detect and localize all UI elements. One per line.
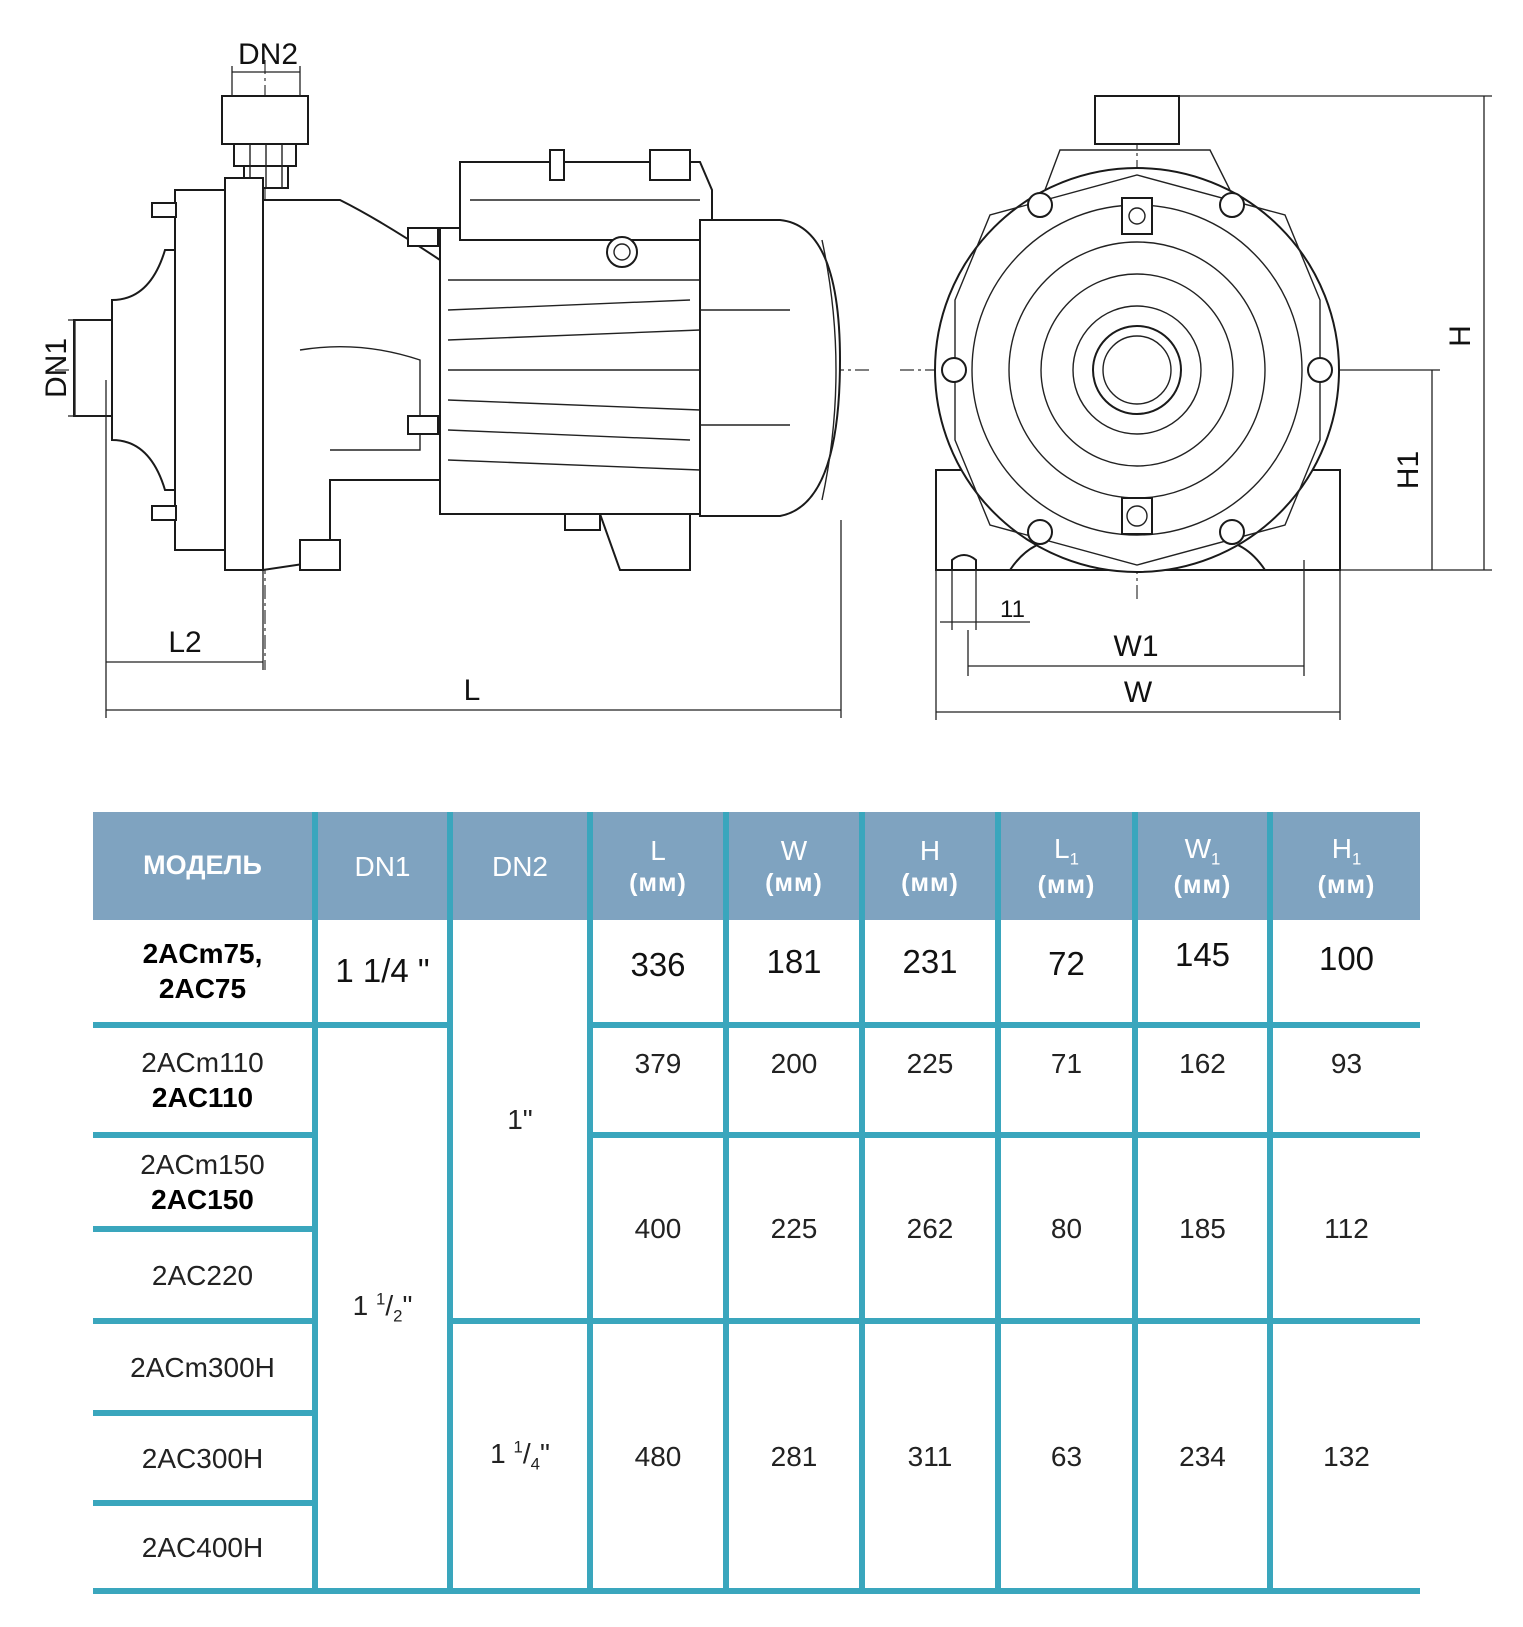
r150-h1: 112 — [1324, 1212, 1369, 1244]
model-2ac220: 2AC220 — [151, 1259, 254, 1291]
r110-l: 379 — [634, 1047, 682, 1079]
grid-v-7 — [1132, 812, 1138, 1594]
grid-h-3 — [93, 1226, 312, 1232]
r110-h: 225 — [906, 1047, 954, 1079]
label-h: H — [1444, 325, 1477, 347]
dn1-group-2: 1 1/2" — [352, 1289, 413, 1326]
model-2acm300h: 2ACm300H — [130, 1351, 275, 1383]
dn2-group-2: 1 1/4" — [490, 1437, 550, 1474]
grid-h-6 — [93, 1500, 312, 1506]
grid-v-4 — [723, 812, 729, 1594]
dimensions-table: МОДЕЛЬ DN1 DN2 L(мм) W(мм) H(мм) L1 (мм)… — [93, 812, 1420, 1594]
header-l: L(мм) — [629, 834, 687, 897]
grid-v-3 — [587, 812, 593, 1594]
front-dimensions: H H1 11 W1 W — [935, 95, 1492, 720]
dn1-group-1: 1 1/4 " — [335, 952, 430, 990]
grid-h-1b — [587, 1022, 1420, 1028]
grid-h-2b — [587, 1132, 1420, 1138]
grid-h-4b — [447, 1318, 1420, 1324]
r75-h: 231 — [902, 943, 958, 981]
r300-h1: 132 — [1323, 1440, 1370, 1472]
r110-w1: 162 — [1179, 1047, 1226, 1079]
front-view — [900, 95, 1341, 600]
motor-fins — [447, 279, 701, 471]
header-l1: L1 (мм) — [1037, 832, 1096, 900]
grid-h-5 — [93, 1410, 312, 1416]
label-w: W — [1124, 676, 1153, 709]
r150-h: 262 — [906, 1212, 954, 1244]
header-dn1: DN1 — [354, 850, 411, 882]
header-model: МОДЕЛЬ — [143, 850, 262, 881]
grid-v-5 — [859, 812, 865, 1594]
label-w1: W1 — [1114, 630, 1159, 663]
label-l2: L2 — [168, 626, 201, 659]
header-h: H(мм) — [901, 834, 959, 897]
r150-l1: 80 — [1050, 1212, 1083, 1244]
r110-l1: 71 — [1050, 1047, 1083, 1079]
r110-h1: 93 — [1330, 1047, 1363, 1079]
model-2ac300h: 2AC300H — [141, 1442, 264, 1474]
model-2acm75: 2ACm75,2AC75 — [142, 938, 263, 1004]
grid-h-1 — [93, 1022, 447, 1028]
r75-l: 336 — [630, 946, 686, 984]
r75-l1: 72 — [1048, 945, 1085, 983]
r75-w: 181 — [766, 943, 822, 981]
r300-l: 480 — [634, 1440, 682, 1472]
dn2-group-1: 1" — [507, 1103, 533, 1135]
side-view — [55, 60, 870, 670]
grid-h-4 — [93, 1318, 312, 1324]
r150-w: 225 — [770, 1212, 818, 1244]
r300-l1: 63 — [1050, 1440, 1083, 1472]
grid-v-6 — [995, 812, 1001, 1594]
grid-v-8 — [1267, 812, 1273, 1594]
r150-l: 400 — [634, 1212, 682, 1244]
label-h1: H1 — [1392, 451, 1425, 489]
header-dn2: DN2 — [491, 850, 548, 882]
header-w: W(мм) — [765, 834, 823, 897]
r300-w1: 234 — [1179, 1440, 1226, 1472]
label-dn1: DN1 — [40, 338, 73, 398]
pump-dimension-drawing: DN2 DN1 L2 L — [40, 38, 1492, 720]
header-h1: H1(мм) — [1317, 832, 1376, 900]
r75-h1: 100 — [1318, 940, 1375, 978]
label-dn2: DN2 — [238, 38, 298, 71]
model-2ac400h: 2AC400H — [141, 1531, 264, 1563]
grid-h-2 — [93, 1132, 312, 1138]
grid-v-2 — [447, 812, 453, 1594]
grid-v-1 — [312, 812, 318, 1594]
header-w1: W1 (мм) — [1173, 832, 1232, 900]
label-l: L — [464, 674, 481, 707]
r300-h: 311 — [907, 1440, 953, 1472]
side-dimensions: DN2 DN1 L2 L — [40, 38, 842, 718]
label-eleven: 11 — [1000, 596, 1025, 623]
r75-w1: 145 — [1174, 936, 1231, 974]
r300-w: 281 — [770, 1440, 818, 1472]
grid-h-7 — [93, 1588, 1420, 1594]
r110-w: 200 — [770, 1047, 818, 1079]
r150-w1: 185 — [1179, 1212, 1226, 1244]
